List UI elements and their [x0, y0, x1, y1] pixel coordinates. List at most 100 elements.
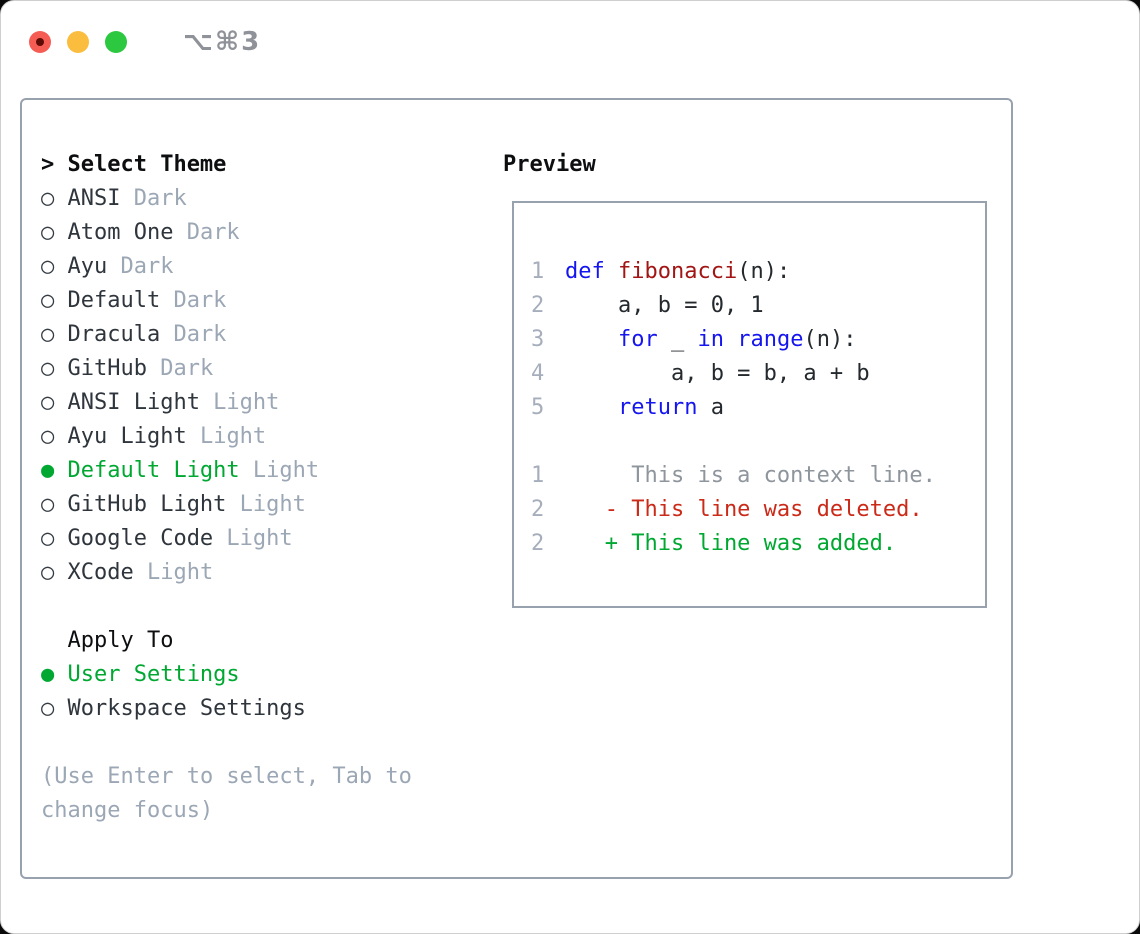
theme-name: Dracula — [67, 322, 161, 347]
theme-variant: Dark — [120, 186, 187, 211]
theme-option[interactable]: ○ Default Dark — [41, 284, 412, 318]
theme-variant: Light — [226, 492, 306, 517]
theme-picker-panel: > Select Theme ○ ANSI Dark○ Atom One Dar… — [20, 98, 1013, 879]
apply-to-label: Workspace Settings — [67, 696, 306, 721]
code-token: - This line was deleted. — [565, 497, 923, 522]
theme-list: ○ ANSI Dark○ Atom One Dark○ Ayu Dark○ De… — [41, 182, 412, 590]
help-line: (Use Enter to select, Tab to — [41, 764, 412, 789]
theme-variant: Light — [199, 390, 280, 415]
theme-name: GitHub — [67, 356, 147, 381]
theme-option[interactable]: ○ GitHub Dark — [41, 352, 412, 386]
radio-unselected-icon: ○ — [41, 560, 68, 585]
radio-unselected-icon: ○ — [41, 526, 68, 551]
theme-name: Atom One — [67, 220, 174, 245]
theme-option[interactable]: ○ XCode Light — [41, 556, 412, 590]
code-line — [531, 425, 985, 459]
code-token: fibonacci — [618, 259, 738, 284]
theme-option[interactable]: ○ ANSI Light Light — [41, 386, 412, 420]
code-line: 1 This is a context line. — [531, 459, 985, 493]
select-theme-header: > Select Theme — [41, 148, 412, 182]
line-number: 5 — [531, 395, 545, 420]
theme-option[interactable]: ○ GitHub Light Light — [41, 488, 412, 522]
help-text: (Use Enter to select, Tab to change focus… — [41, 760, 412, 828]
help-line: change focus) — [41, 798, 214, 823]
code-token: (n): — [737, 259, 791, 284]
minimize-button-icon[interactable] — [67, 31, 89, 53]
theme-name: Default Light — [67, 458, 240, 483]
maximize-button-icon[interactable] — [105, 31, 127, 53]
theme-variant: Dark — [146, 356, 214, 381]
code-token: a, b = 0, 1 — [565, 293, 764, 318]
apply-to-option[interactable]: ○ Workspace Settings — [41, 692, 412, 726]
radio-unselected-icon: ○ — [41, 390, 68, 415]
line-number: 2 — [531, 293, 545, 318]
code-line: 2 - This line was deleted. — [531, 493, 985, 527]
code-token: a, b = b, a + b — [565, 361, 870, 386]
radio-unselected-icon: ○ — [41, 492, 68, 517]
code-line: 2 + This line was added. — [531, 527, 985, 561]
theme-name: ANSI Light — [67, 390, 200, 415]
code-token: for — [617, 327, 658, 352]
theme-variant: Dark — [107, 254, 174, 279]
theme-variant: Light — [186, 424, 267, 449]
theme-variant: Light — [239, 458, 320, 483]
apply-to-list: ● User Settings○ Workspace Settings — [41, 658, 412, 726]
window-title-shortcut: ⌥⌘3 — [183, 27, 262, 57]
line-number: 1 — [531, 463, 545, 488]
code-token: return — [617, 395, 698, 420]
theme-list-pane: > Select Theme ○ ANSI Dark○ Atom One Dar… — [41, 148, 412, 828]
theme-option[interactable]: ○ ANSI Dark — [41, 182, 412, 216]
theme-option[interactable]: ○ Ayu Light Light — [41, 420, 412, 454]
code-token: range — [737, 327, 804, 352]
spacer — [41, 726, 412, 760]
apply-to-label: User Settings — [67, 662, 240, 687]
code-line: 4 a, b = b, a + b — [531, 357, 985, 391]
theme-name: Google Code — [67, 526, 214, 551]
line-number: 3 — [531, 327, 545, 352]
titlebar: ⌥⌘3 — [29, 27, 261, 57]
code-token: _ — [657, 327, 698, 352]
radio-unselected-icon: ○ — [41, 424, 68, 449]
code-token — [565, 327, 618, 352]
code-token: + This line was added. — [565, 531, 897, 556]
preview-title: Preview — [503, 152, 596, 177]
prompt-icon: > — [41, 152, 68, 177]
code-line: 2 a, b = 0, 1 — [531, 289, 985, 323]
theme-variant: Dark — [160, 288, 227, 313]
radio-unselected-icon: ○ — [41, 186, 68, 211]
apply-to-option[interactable]: ● User Settings — [41, 658, 412, 692]
radio-selected-icon: ● — [41, 458, 68, 483]
theme-option[interactable]: ○ Dracula Dark — [41, 318, 412, 352]
theme-variant: Dark — [160, 322, 227, 347]
theme-option[interactable]: ○ Atom One Dark — [41, 216, 412, 250]
apply-to-header: Apply To — [41, 624, 412, 658]
radio-unselected-icon: ○ — [41, 288, 68, 313]
code-token — [565, 395, 618, 420]
radio-unselected-icon: ○ — [41, 322, 68, 347]
theme-option[interactable]: ○ Ayu Dark — [41, 250, 412, 284]
radio-unselected-icon: ○ — [41, 696, 68, 721]
line-number: 2 — [531, 531, 545, 556]
theme-name: GitHub Light — [67, 492, 227, 517]
code-line: 3 for _ in range(n): — [531, 323, 985, 357]
theme-variant: Dark — [173, 220, 240, 245]
radio-unselected-icon: ○ — [41, 220, 68, 245]
code-token: in — [697, 327, 724, 352]
theme-name: Ayu Light — [67, 424, 187, 449]
theme-name: Ayu — [67, 254, 108, 279]
radio-unselected-icon: ○ — [41, 356, 68, 381]
code-token: This is a context line. — [565, 463, 936, 488]
theme-variant: Light — [133, 560, 214, 585]
code-token — [605, 259, 618, 284]
theme-option[interactable]: ● Default Light Light — [41, 454, 412, 488]
line-number: 1 — [531, 259, 545, 284]
theme-name: Default — [67, 288, 161, 313]
close-button-icon[interactable] — [29, 31, 51, 53]
indent — [41, 624, 67, 658]
line-number: 4 — [531, 361, 545, 386]
theme-option[interactable]: ○ Google Code Light — [41, 522, 412, 556]
